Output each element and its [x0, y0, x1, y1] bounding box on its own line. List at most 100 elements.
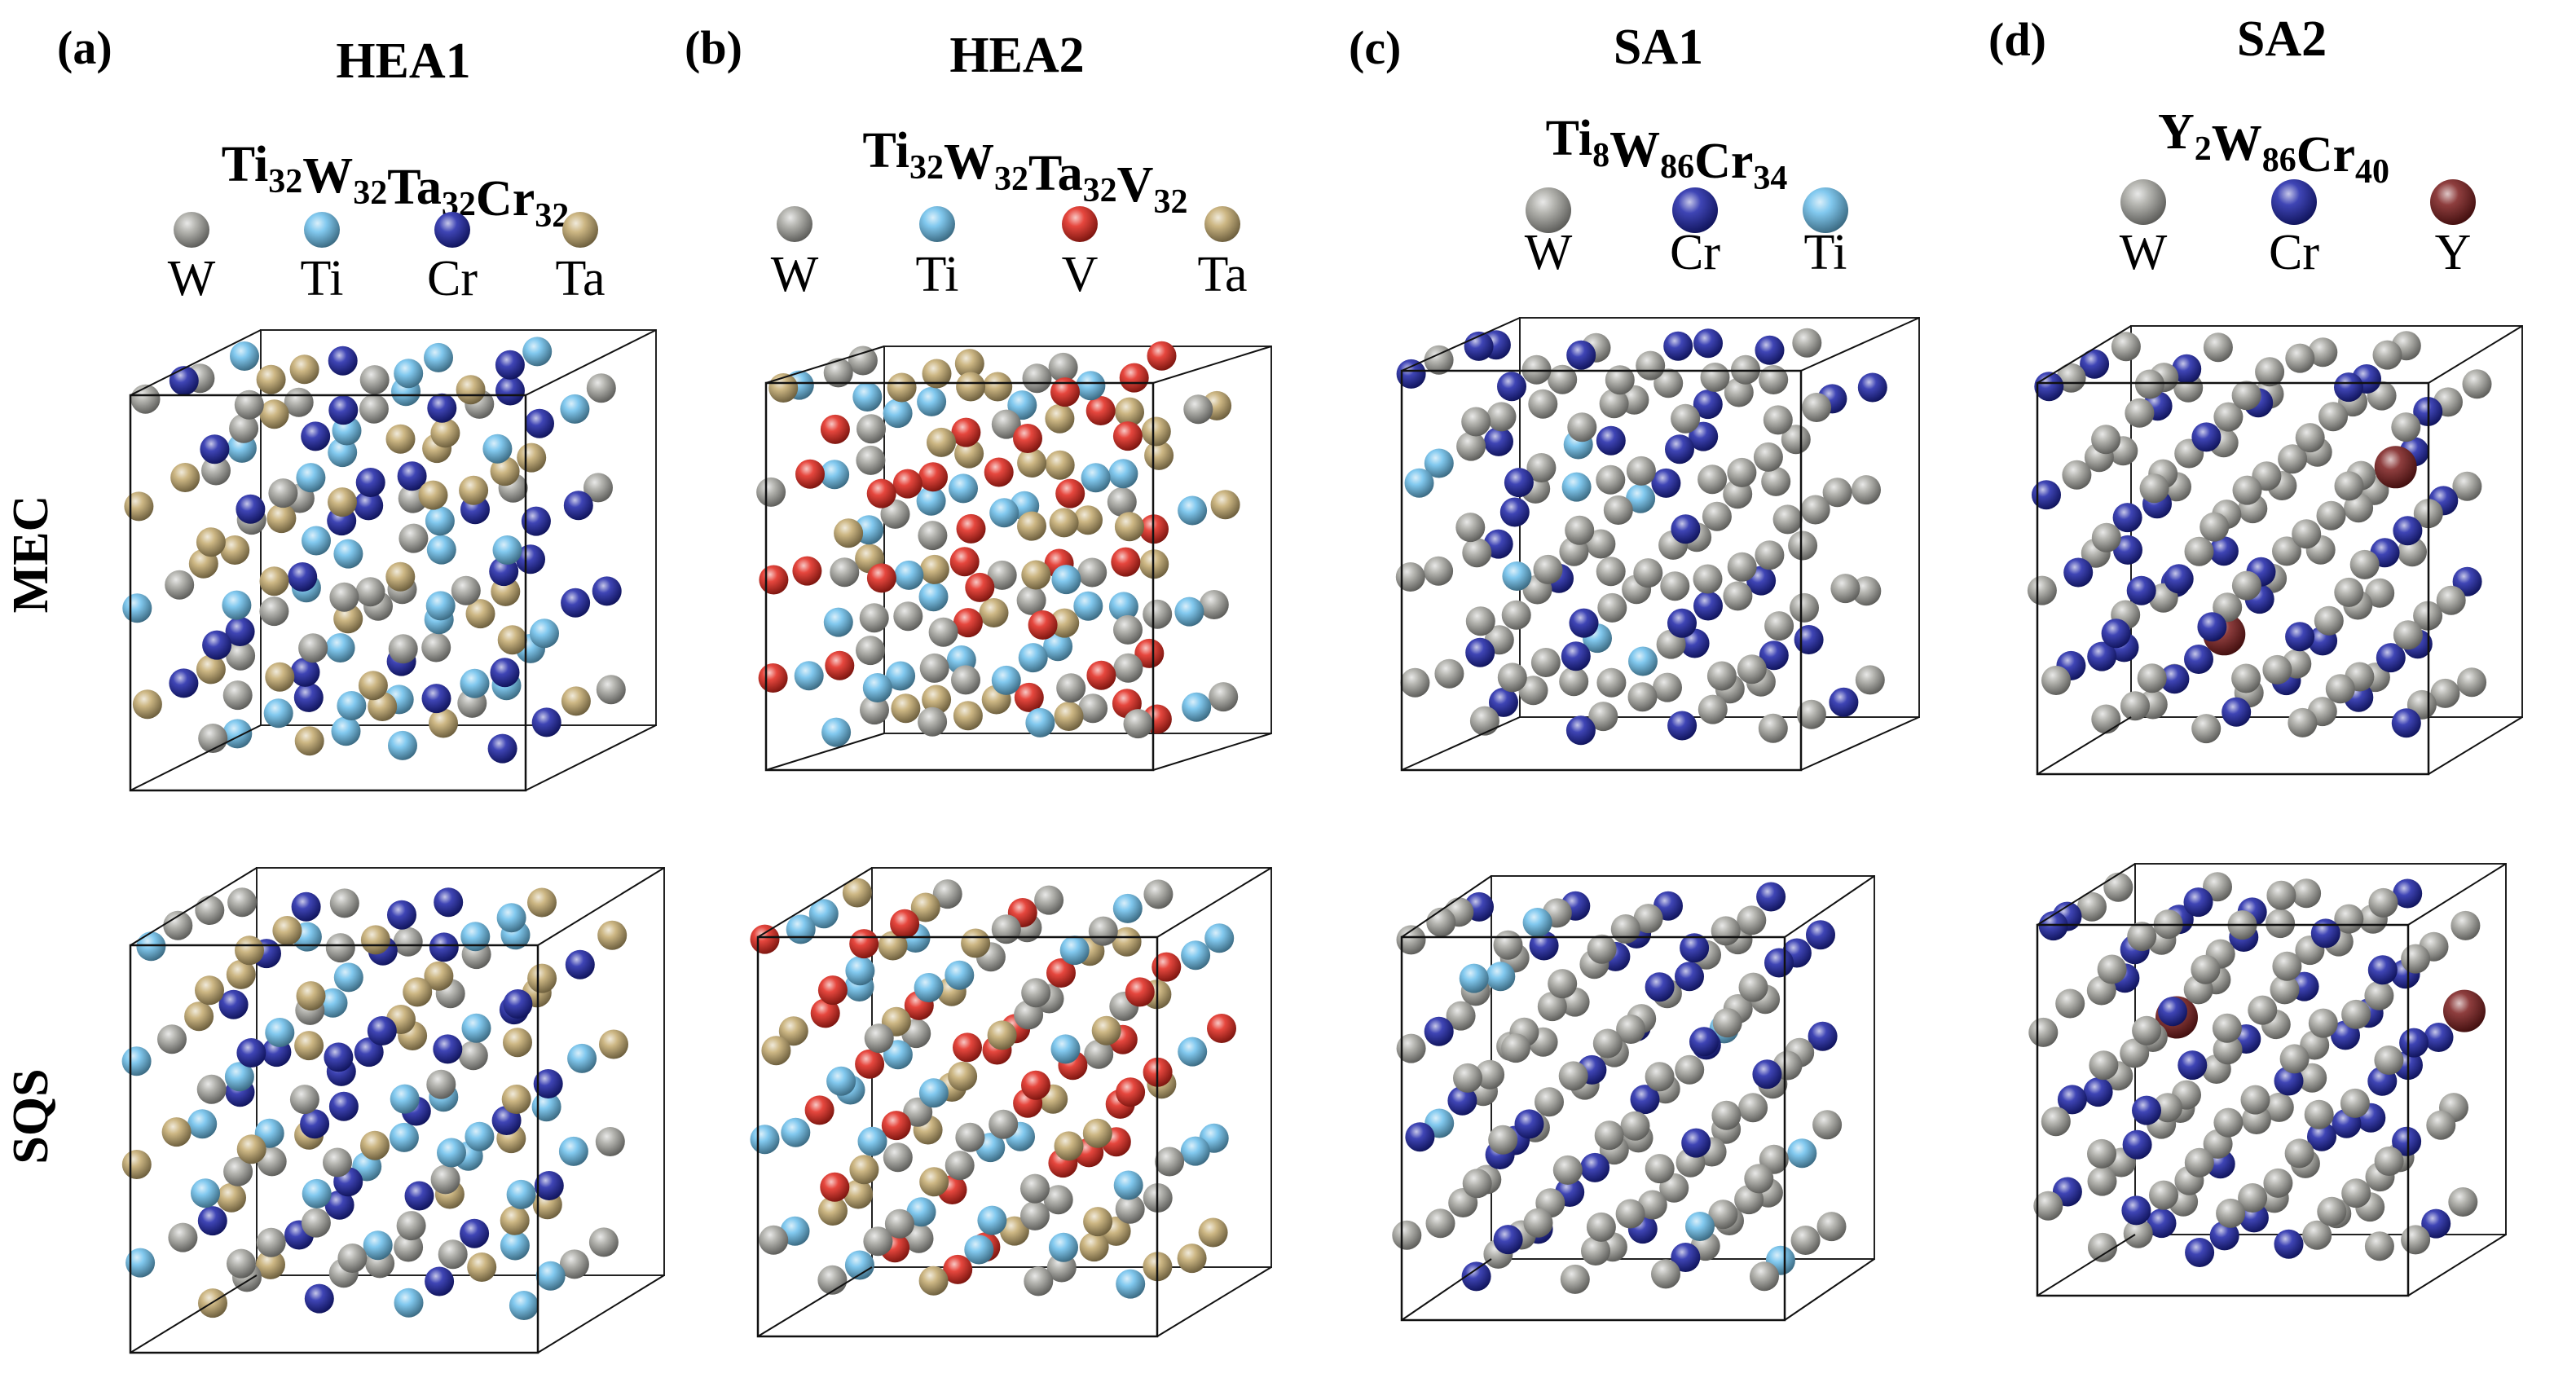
atom-w: [2365, 578, 2395, 608]
atom-w: [1596, 557, 1626, 587]
atom-w: [2317, 1196, 2347, 1226]
atom-w: [1469, 706, 1499, 736]
cell-edge-front: [129, 944, 539, 1354]
atom-cr: [1489, 687, 1518, 717]
atom-w: [1592, 1028, 1623, 1059]
atom-cr: [533, 1069, 563, 1098]
atom-w: [1425, 1208, 1455, 1239]
atom-cr: [534, 1171, 564, 1200]
atom-ta: [1017, 448, 1047, 478]
atom-ti: [845, 956, 875, 986]
cell-edge-depth: [2407, 1234, 2507, 1296]
atom-w: [1790, 1226, 1821, 1255]
atom-w: [1392, 1220, 1422, 1250]
cell-edge-depth: [1152, 346, 1272, 384]
atom-cr: [202, 630, 232, 660]
atom-ta: [922, 359, 952, 389]
atom-ti: [425, 506, 455, 536]
supercell-sqs-sa1: [1392, 875, 1875, 1322]
atom-cr: [433, 1034, 463, 1064]
atom-w: [893, 601, 923, 632]
atom-ti: [363, 1230, 393, 1261]
atom-ti: [1522, 908, 1552, 937]
atom-v: [1085, 396, 1116, 425]
atom-w: [1537, 992, 1567, 1022]
atom-cr: [2032, 480, 2061, 510]
legend-label-y: Y: [2435, 225, 2472, 280]
atom-cr: [1465, 637, 1495, 667]
atom-ti: [318, 988, 348, 1018]
atom-w: [1759, 365, 1789, 394]
atom-cr: [2158, 997, 2187, 1027]
atom-cr: [2307, 1121, 2336, 1151]
atom-w: [2203, 332, 2233, 363]
atom-w: [1107, 487, 1137, 517]
supercell-mec-sa2: [2027, 325, 2523, 776]
atom-ta: [385, 424, 416, 454]
atom-v: [1111, 547, 1141, 577]
atom-w: [2266, 880, 2296, 910]
atom-ti: [883, 1040, 913, 1070]
atom-ti: [460, 668, 490, 698]
atom-cr: [2083, 1077, 2113, 1107]
atom-ta: [358, 671, 388, 701]
atom-ta: [294, 1031, 324, 1061]
atom-v: [953, 608, 983, 638]
atom-cr: [1675, 962, 1704, 992]
atom-w: [2393, 620, 2423, 650]
atom-w: [2041, 1107, 2071, 1137]
atom-ti: [894, 560, 924, 590]
atom-w: [1605, 365, 1635, 395]
atom-w: [823, 358, 853, 388]
atom-cr: [1424, 1016, 1454, 1046]
atom-ta: [1045, 450, 1075, 480]
atom-ti: [1502, 561, 1532, 591]
atom-cr: [1405, 1122, 1435, 1152]
atom-cr: [197, 1206, 227, 1236]
cell-edge-depth: [525, 724, 657, 791]
atom-v: [759, 565, 789, 595]
cell-edge-depth: [130, 329, 262, 396]
atom-ta: [818, 1196, 848, 1226]
atom-cr: [1651, 468, 1681, 498]
atom-v: [792, 556, 822, 586]
supercell-sqs-sa2: [2028, 863, 2507, 1297]
atom-cr: [304, 1283, 334, 1314]
atom-cr: [2164, 564, 2194, 594]
atom-cr: [503, 989, 533, 1019]
atom-w: [259, 596, 289, 627]
atom-ti: [506, 1179, 536, 1209]
atom-w: [1711, 916, 1741, 946]
atom-cr: [404, 1181, 434, 1211]
atom-w: [2027, 575, 2057, 605]
atom-w: [989, 1109, 1019, 1139]
cell-edge-depth: [1401, 716, 1521, 771]
atom-w: [1526, 453, 1557, 482]
atom-ta: [170, 463, 200, 492]
atom-cr: [1829, 687, 1859, 717]
atom-w: [2426, 1110, 2456, 1140]
atom-w: [856, 636, 885, 666]
atom-ta: [843, 1179, 874, 1209]
atom-w: [298, 633, 328, 663]
atom-ti: [1051, 565, 1081, 595]
atom-ti: [1181, 940, 1211, 971]
atom-ti: [1043, 632, 1073, 662]
atom-w: [2139, 473, 2169, 504]
atom-ti: [1116, 1269, 1146, 1299]
atom-ti: [914, 973, 944, 1002]
atom-ti: [852, 382, 883, 412]
atom-w: [1558, 1061, 1588, 1091]
atom-cr: [1671, 514, 1701, 544]
atom-ta: [842, 878, 872, 908]
atom-cr: [1681, 1128, 1711, 1158]
legend-swatch-v: [1062, 206, 1098, 242]
atom-v: [1112, 421, 1143, 451]
atom-w: [2213, 1035, 2243, 1065]
atom-w: [1761, 466, 1791, 496]
atom-w: [1855, 665, 1885, 695]
cell-edge-depth: [2037, 1234, 2136, 1296]
atom-w: [337, 1244, 368, 1273]
cell-edge-front: [129, 394, 527, 792]
atom-w: [163, 910, 193, 940]
